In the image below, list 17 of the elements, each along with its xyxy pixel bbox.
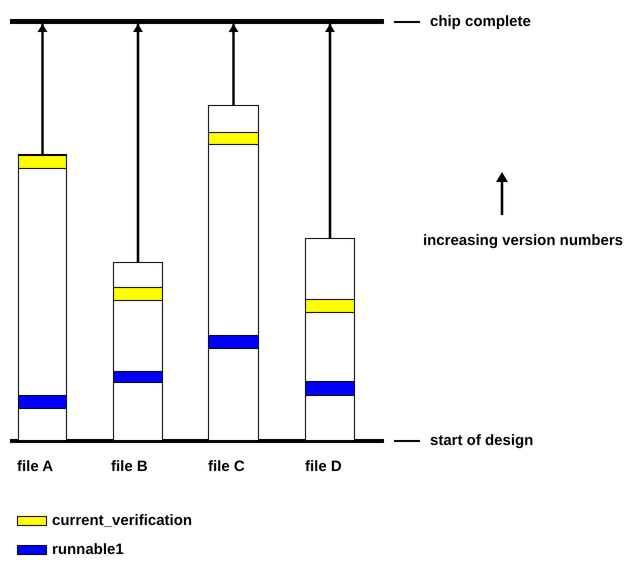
file-label: file C <box>208 458 245 476</box>
legend-label: current_verification <box>52 512 192 530</box>
file-version-column <box>305 238 355 441</box>
arrow <box>133 24 143 262</box>
arrow <box>38 24 48 154</box>
file-label: file D <box>305 458 342 476</box>
file-version-column <box>208 105 259 441</box>
axis-note: increasing version numbers <box>422 231 624 251</box>
file-label: file A <box>17 458 54 476</box>
file-version-column <box>113 262 163 441</box>
file-version-column <box>18 154 67 441</box>
milestone-label: start of design <box>394 432 534 450</box>
arrow <box>325 24 335 238</box>
file-label: file B <box>111 458 148 476</box>
legend-label: runnable1 <box>52 541 124 559</box>
milestone-label: chip complete <box>394 13 531 31</box>
arrow <box>228 24 238 105</box>
